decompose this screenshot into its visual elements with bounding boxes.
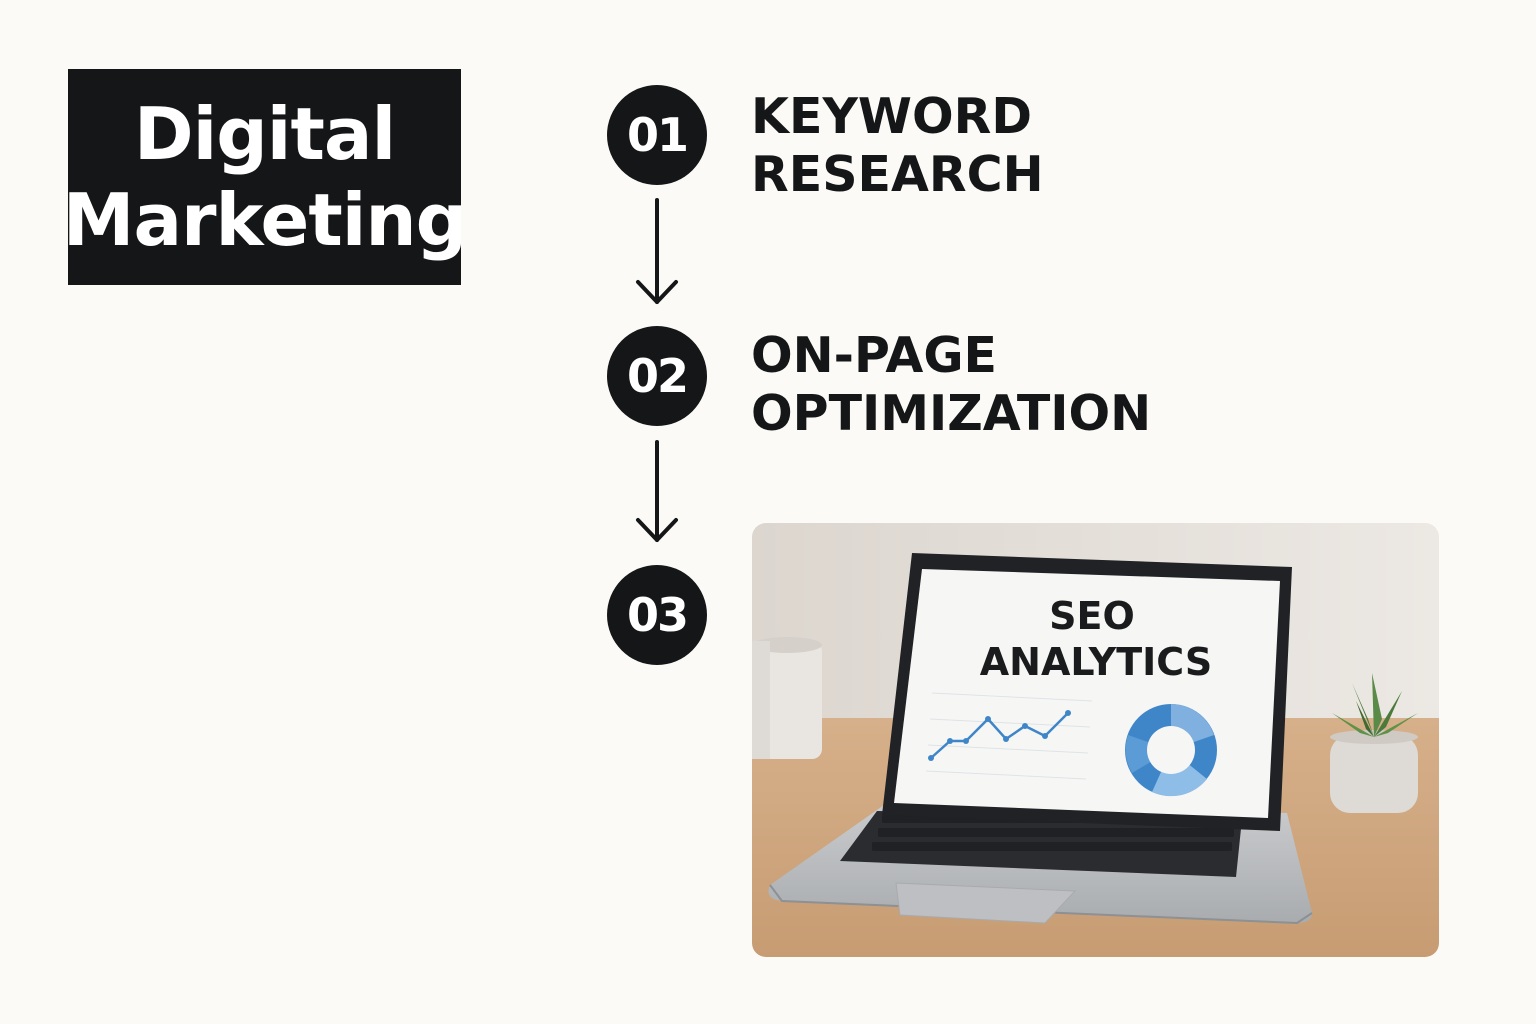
step-1-badge: 01 [607,85,707,185]
plant [1330,673,1418,813]
step-2-label: ON-PAGE OPTIMIZATION [751,327,1151,443]
screen-title-line-1: SEO [1049,594,1135,638]
title-box: Digital Marketing [63,69,467,285]
laptop-base [768,805,1313,925]
step-1-label: KEYWORD RESEARCH [751,88,1044,204]
screen-title-line-2: ANALYTICS [980,640,1212,684]
laptop-photo: SEO ANALYTICS [752,523,1439,957]
step-1-label-line-2: RESEARCH [751,146,1044,203]
screen-donut-chart [1125,704,1217,797]
laptop-screen: SEO ANALYTICS [882,553,1292,831]
title-line-2: Marketing [62,178,467,262]
arrow-down-icon [636,440,678,542]
step-2-badge: 02 [607,326,707,426]
arrow-down-icon [636,198,678,304]
title-line-1: Digital [133,92,396,176]
screen-line-chart [925,692,1093,780]
step-3-badge: 03 [607,565,707,665]
step-1-label-line-1: KEYWORD [751,88,1033,145]
step-2-label-line-2: OPTIMIZATION [751,385,1152,442]
mug [752,637,822,759]
step-2-label-line-1: ON-PAGE [751,327,998,384]
